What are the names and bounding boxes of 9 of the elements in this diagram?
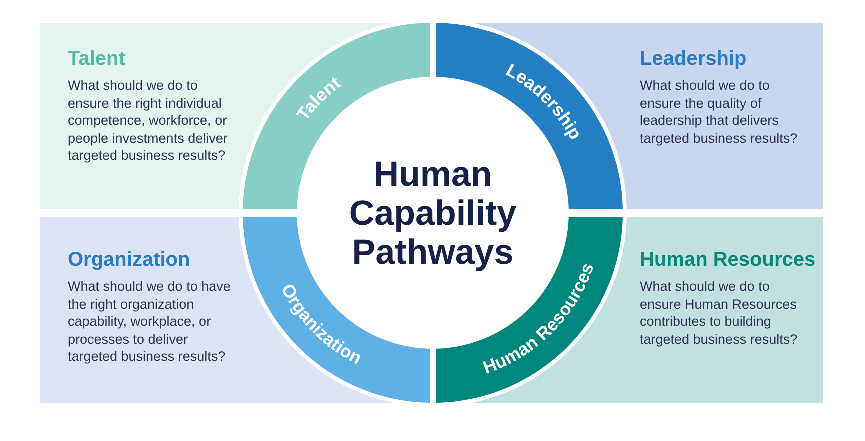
- panel-question: What should we do to ensure the right individual competence, workforce, or people investments deliver targeted business results?: [68, 77, 229, 165]
- center-title: Human Capability Pathways: [348, 154, 518, 272]
- panel-question: What should we do to ensure the quality of leadership that delivers targeted business results?: [640, 77, 799, 148]
- panel-heading: Talent: [68, 47, 126, 71]
- panel-heading: Human Resources: [640, 248, 816, 272]
- panel-question: What should we do to have the right organization capability, workplace, or processes to deliver targeted business results?: [68, 278, 232, 366]
- panel-heading: Leadership: [640, 47, 747, 71]
- panel-question: What should we do to ensure Human Resources contributes to building targeted business results?: [640, 278, 799, 348]
- panel-heading: Organization: [68, 248, 190, 272]
